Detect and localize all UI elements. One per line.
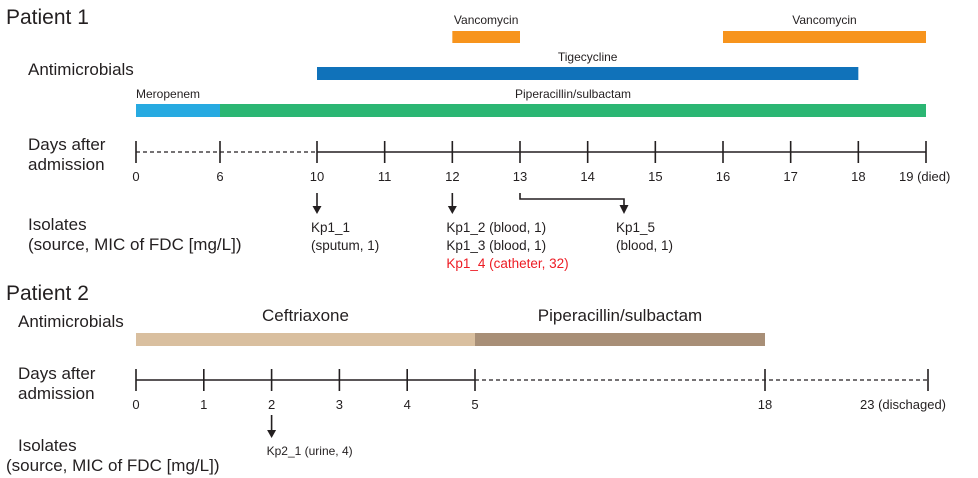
drug-bar-vancomycin <box>723 31 926 43</box>
drug-label: Piperacillin/sulbactam <box>514 87 632 101</box>
patient-2-days-label-line1: Days after <box>18 364 96 383</box>
axis-tick-label: 0 <box>132 397 140 412</box>
isolate-label: (blood, 1) <box>616 238 674 253</box>
drug-label: Ceftriaxone <box>262 306 349 325</box>
patient-1-isolates-label-line2: (source, MIC of FDC [mg/L]) <box>28 235 242 254</box>
patient-2-days-label-line2: admission <box>18 384 95 403</box>
drug-bar-piperacillin-sulbactam <box>220 104 926 117</box>
isolate-label: Kp1_2 (blood, 1) <box>446 220 547 235</box>
axis-tick-label: 10 <box>309 169 325 184</box>
axis-tick-label: 5 <box>471 397 479 412</box>
arrow-down-icon <box>619 205 629 214</box>
axis-tick-label: 0 <box>132 169 140 184</box>
patient-2-title: Patient 2 <box>6 282 89 305</box>
axis-tick-label: 3 <box>335 397 344 412</box>
patient-1-isolates-label-line1: Isolates <box>28 215 87 234</box>
axis-tick-label: 18 <box>757 397 773 412</box>
axis-tick-label: 1 <box>200 397 208 412</box>
patient-1-antimicrobials-label: Antimicrobials <box>28 60 134 79</box>
axis-tick-label: 6 <box>216 169 224 184</box>
axis-tick-label: 23 (dischaged) <box>860 397 946 412</box>
axis-tick-label: 15 <box>648 169 663 184</box>
drug-label: Tigecycline <box>557 50 618 64</box>
axis-tick-label: 18 <box>851 169 866 184</box>
isolate-label: Kp1_4 (catheter, 32) <box>446 256 569 271</box>
arrow-down-icon <box>267 430 277 438</box>
isolate-label: Kp1_3 (blood, 1) <box>446 238 547 253</box>
isolate-label: Kp2_1 (urine, 4) <box>266 444 353 458</box>
patient-1-title: Patient 1 <box>6 6 89 29</box>
axis-tick-label: 16 <box>715 169 731 184</box>
drug-label: Vancomycin <box>453 13 519 27</box>
patient-2-isolates-label-line1: Isolates <box>18 436 77 455</box>
axis-tick-label: 12 <box>445 169 460 184</box>
drug-bar-tigecycline <box>317 67 859 80</box>
isolate-label: (sputum, 1) <box>311 238 380 253</box>
drug-label: Meropenem <box>136 87 201 101</box>
arrow-elbow <box>519 193 625 206</box>
patient-1-days-label-line1: Days after <box>28 135 106 154</box>
axis-tick-label: 13 <box>512 169 528 184</box>
drug-label: Vancomycin <box>792 13 857 27</box>
axis-tick-label: 11 <box>377 169 392 184</box>
axis-tick-label: 19 (died) <box>899 169 951 184</box>
patient-2-antimicrobials-label: Antimicrobials <box>18 312 124 331</box>
axis-tick-label: 14 <box>580 169 595 184</box>
isolate-label: Kp1_5 <box>616 220 656 235</box>
patient-1-days-label-line2: admission <box>28 155 105 174</box>
drug-bar-piperacillin-sulbactam <box>475 333 765 346</box>
arrow-down-icon <box>447 206 457 214</box>
arrow-down-icon <box>312 206 322 214</box>
isolate-label: Kp1_1 <box>311 220 351 235</box>
drug-bar-vancomycin <box>452 31 520 43</box>
drug-bar-ceftriaxone <box>136 333 475 346</box>
drug-bar-meropenem <box>136 104 220 117</box>
axis-tick-label: 17 <box>783 169 798 184</box>
axis-tick-label: 4 <box>403 397 411 412</box>
drug-label: Piperacillin/sulbactam <box>537 306 703 325</box>
axis-tick-label: 2 <box>267 397 276 412</box>
patient-2-isolates-label-line2: (source, MIC of FDC [mg/L]) <box>6 456 220 475</box>
